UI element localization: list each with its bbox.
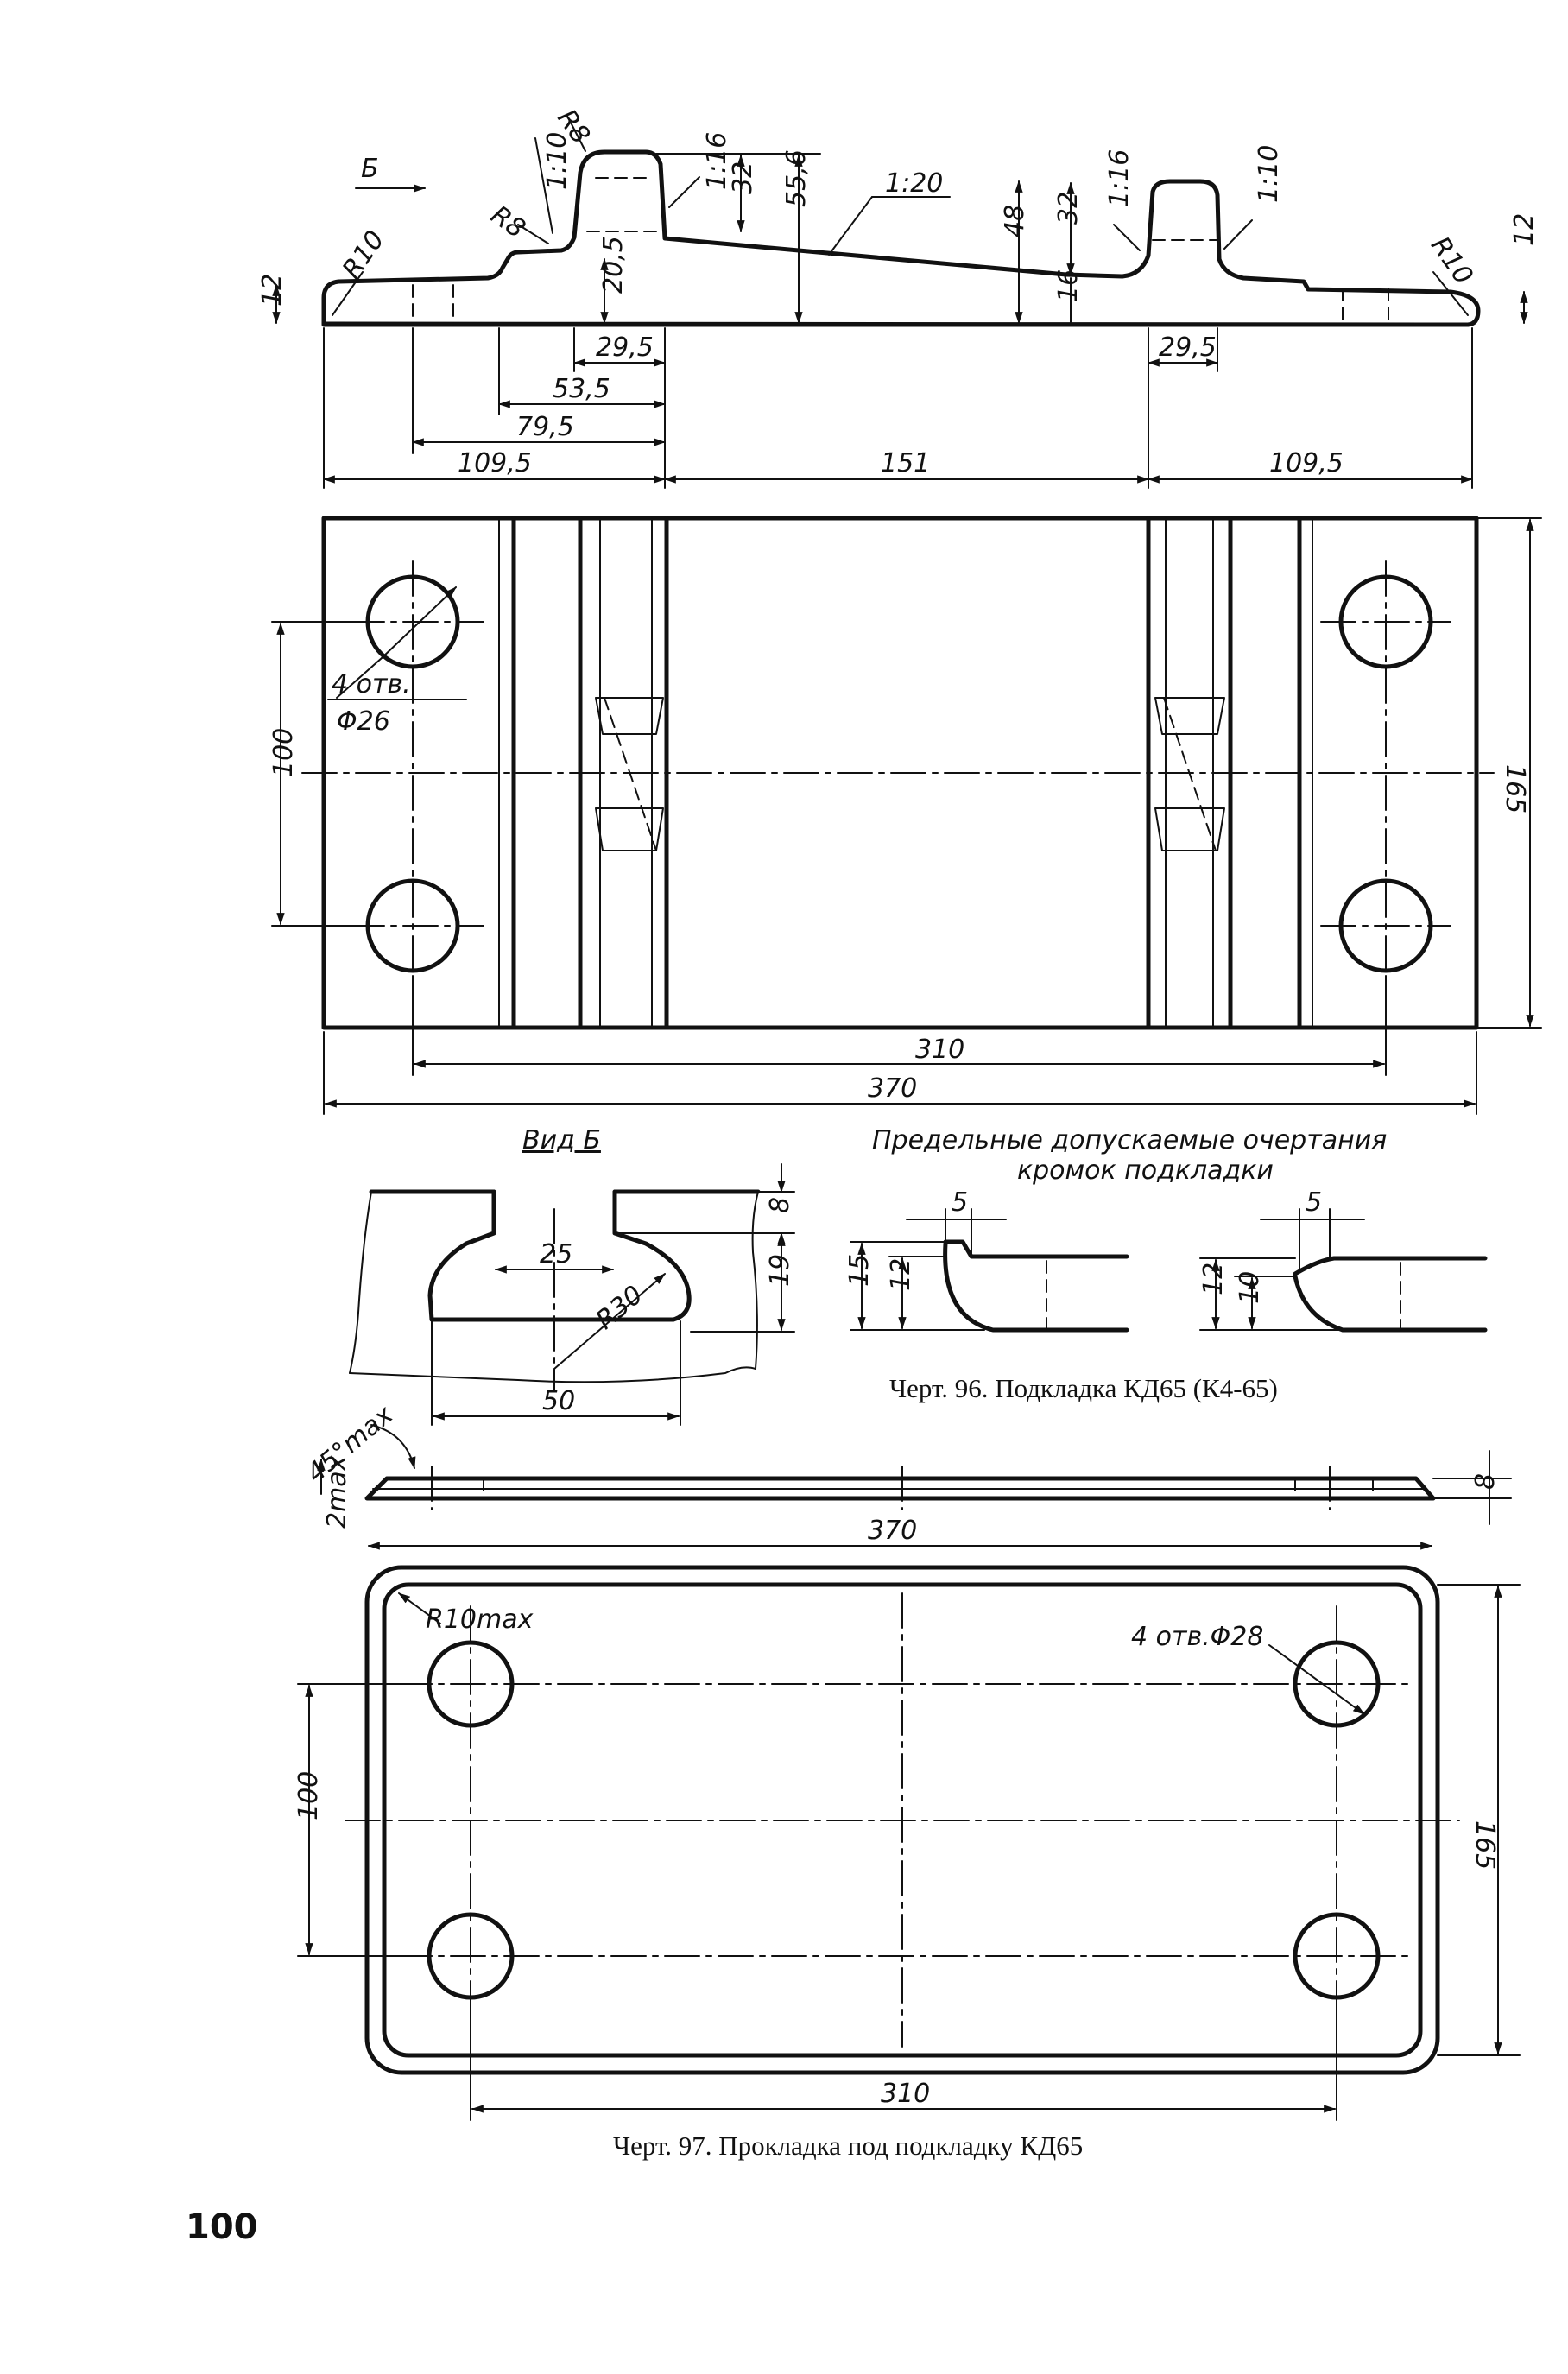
view-b-break-bottom bbox=[349, 1366, 756, 1383]
limit-b-5: 5 bbox=[1306, 1187, 1322, 1218]
dim-slope-1-16-right: 1:16 bbox=[1104, 149, 1135, 207]
dim-R8-side: R8 bbox=[485, 200, 531, 245]
leader-1-10-left bbox=[534, 137, 553, 234]
dim-19-text: 19 bbox=[765, 1254, 795, 1287]
dim-295-right-text: 29,5 bbox=[1159, 332, 1217, 363]
page-number: 100 bbox=[186, 2207, 258, 2247]
profile-outline bbox=[321, 149, 1481, 327]
limit-profile-b bbox=[1293, 1256, 1488, 1276]
dim-12-left-text: 12 bbox=[257, 274, 288, 307]
limit-profile-a-curve bbox=[943, 1241, 1129, 1333]
leader-r10-left bbox=[332, 271, 364, 316]
view-b-break-left bbox=[349, 1191, 372, 1374]
dim-100-text: 100 bbox=[269, 728, 299, 777]
hole-note-text-2: Φ26 bbox=[337, 706, 390, 737]
thick-text: 8 bbox=[1470, 1473, 1501, 1490]
radius-text: R10max bbox=[426, 1605, 534, 1635]
dim-795-text: 79,5 bbox=[516, 412, 574, 442]
leader-r10-right bbox=[1432, 271, 1469, 316]
view-b-break-right bbox=[751, 1191, 759, 1370]
dim-205-text: 20,5 bbox=[598, 236, 629, 294]
caption-fig97: Черт. 97. Прокладка под подкладку КД65 bbox=[613, 2130, 1083, 2161]
leader-r8-top bbox=[569, 120, 586, 152]
shim-165-text: 165 bbox=[1470, 1820, 1500, 1870]
dim-1095-left-text: 109,5 bbox=[458, 448, 532, 478]
dim-32-left-text: 32 bbox=[728, 161, 758, 194]
dim-556-text: 55,6 bbox=[781, 149, 812, 207]
dim-48-text: 48 bbox=[1000, 205, 1030, 237]
dim-151-text: 151 bbox=[881, 448, 930, 478]
dim-16-text: 16 bbox=[1053, 269, 1084, 302]
limit-b-10: 10 bbox=[1235, 1271, 1265, 1304]
dim-slope-1-16-left: 1:16 bbox=[702, 132, 732, 190]
dim-slope-1-20: 1:20 bbox=[885, 168, 943, 199]
holes-leader bbox=[1268, 1644, 1365, 1715]
view-b-slot bbox=[427, 1189, 692, 1322]
hole-leader bbox=[381, 586, 457, 659]
dim-295-left-text: 29,5 bbox=[596, 332, 654, 363]
dim-310-text: 310 bbox=[915, 1035, 964, 1065]
hole-note-text-1: 4 отв. bbox=[332, 669, 411, 700]
gap-text: 2max bbox=[322, 1455, 352, 1529]
limit-profile-b-curve bbox=[1293, 1274, 1488, 1333]
limit-title-1: Предельные допускаемые очертания bbox=[872, 1125, 1387, 1155]
view-label-b: Б bbox=[361, 154, 379, 184]
limit-b-12: 12 bbox=[1198, 1263, 1229, 1295]
bolt-slots bbox=[595, 697, 1225, 851]
dim-32-right-text: 32 bbox=[1053, 192, 1084, 225]
limit-title-2: кромок подкладки bbox=[1017, 1155, 1274, 1186]
tie-plate-plan: 4 отв. Φ26 100 165 310 370 bbox=[269, 516, 1542, 1115]
caption-fig96: Черт. 96. Подкладка КД65 (К4-65) bbox=[889, 1373, 1278, 1403]
limit-a-5: 5 bbox=[952, 1187, 968, 1218]
shim-100-text: 100 bbox=[294, 1771, 324, 1820]
dim-50-text: 50 bbox=[542, 1386, 575, 1416]
leader-1-16-right bbox=[1113, 224, 1141, 251]
dim-r30-line bbox=[553, 1273, 666, 1370]
shim-drawing: 45°max 2max 8 370 R10max 4 отв.Φ28 100 bbox=[294, 1400, 1521, 2161]
dim-R10-right: R10 bbox=[1425, 231, 1479, 290]
leader-1-16-left bbox=[668, 176, 700, 208]
len-text: 370 bbox=[868, 1516, 917, 1546]
dim-165-text: 165 bbox=[1500, 764, 1530, 813]
view-b-title: Вид Б bbox=[522, 1125, 601, 1155]
holes-text: 4 отв.Φ28 bbox=[1131, 1622, 1263, 1652]
leader-1-20 bbox=[828, 196, 873, 256]
dim-8-text: 8 bbox=[765, 1197, 795, 1213]
hole-leader-2 bbox=[336, 657, 383, 699]
limit-a-15: 15 bbox=[844, 1254, 875, 1287]
dim-535-text: 53,5 bbox=[553, 374, 610, 404]
dim-R10-left: R10 bbox=[337, 225, 391, 284]
dim-slope-1-10-left: 1:10 bbox=[542, 132, 572, 190]
dim-1095-right-text: 109,5 bbox=[1269, 448, 1344, 478]
dim-r30-text: R30 bbox=[591, 1280, 649, 1336]
shim-side bbox=[364, 1476, 1436, 1501]
tie-plate-profile: Б R8 1:10 R8 1:16 32 55,6 1:20 48 32 1:1… bbox=[257, 104, 1540, 489]
dim-370-text: 370 bbox=[868, 1073, 917, 1104]
dim-12-right-text: 12 bbox=[1509, 213, 1540, 246]
shim-310-text: 310 bbox=[881, 2079, 930, 2109]
edge-limits: Предельные допускаемые очертания кромок … bbox=[844, 1125, 1488, 1403]
view-b-detail: Вид Б 25 R30 8 19 50 bbox=[349, 1125, 795, 1426]
limit-profile-a bbox=[943, 1239, 1129, 1259]
radius-leader bbox=[398, 1592, 441, 1624]
leader-r8-side bbox=[517, 224, 549, 244]
dim-slope-1-10-right: 1:10 bbox=[1254, 145, 1284, 203]
limit-a-12: 12 bbox=[886, 1258, 916, 1291]
angle-arc bbox=[370, 1424, 416, 1470]
leader-1-10-right bbox=[1223, 219, 1253, 250]
dim-25-text: 25 bbox=[540, 1239, 572, 1269]
